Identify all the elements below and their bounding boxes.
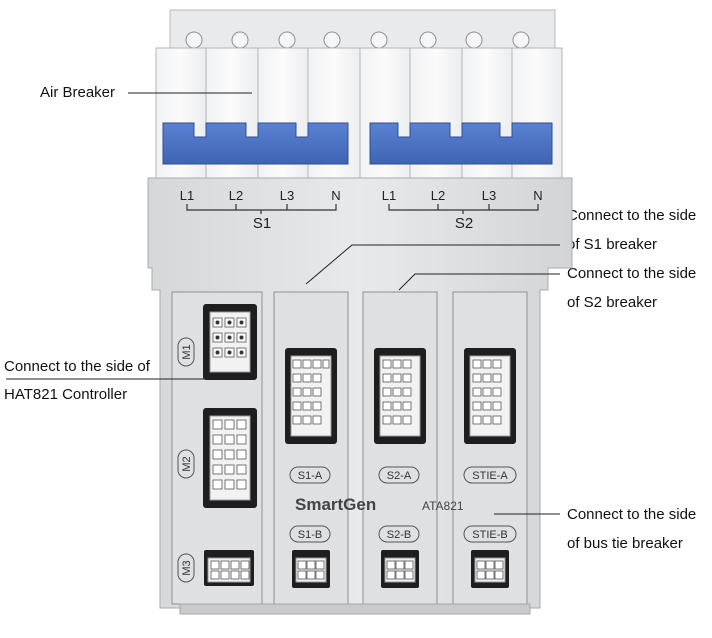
screw-1 <box>185 31 203 49</box>
screw-4 <box>323 31 341 49</box>
screw-5 <box>370 31 388 49</box>
svg-text:STIE-B: STIE-B <box>472 529 507 541</box>
annotation-bus-tie-line1: Connect to the side <box>567 506 697 523</box>
terminal-l1-s2: L1 <box>382 188 396 203</box>
connector-s1-a <box>285 348 337 444</box>
screw-7 <box>465 31 483 49</box>
leader-lines <box>6 92 560 515</box>
port-label-stie-a: STIE-A <box>463 466 517 484</box>
port-label-s2-a: S2-A <box>378 466 420 484</box>
annotation-s1-breaker-line2: of S1 breaker <box>567 236 658 253</box>
bottom-rail <box>179 603 531 615</box>
annotation-s1-breaker-line1: Connect to the side <box>567 207 697 224</box>
svg-text:STIE-A: STIE-A <box>472 470 508 482</box>
connector-m1 <box>203 304 257 380</box>
terminal-labels: L1 L2 L3 N L1 L2 L3 N <box>180 188 543 203</box>
terminal-l2-s1: L2 <box>229 188 243 203</box>
leader-s1 <box>305 244 560 285</box>
svg-text:S1-B: S1-B <box>298 529 322 541</box>
svg-text:M2: M2 <box>181 456 193 471</box>
terminal-l2-s2: L2 <box>431 188 445 203</box>
group-label-s2: S2 <box>455 215 473 232</box>
svg-text:S1-A: S1-A <box>298 470 323 482</box>
bracket-s1 <box>186 204 337 214</box>
screw-3 <box>278 31 296 49</box>
screw-2 <box>231 31 249 49</box>
terminal-l1-s1: L1 <box>180 188 194 203</box>
connector-s2-a <box>374 348 426 444</box>
breaker-handle-s2 <box>369 122 553 165</box>
port-label-s2-b: S2-B <box>378 525 420 543</box>
connector-stie-b <box>471 550 509 588</box>
screw-6 <box>419 31 437 49</box>
connector-s1-b <box>292 550 330 588</box>
connector-m2 <box>203 408 257 508</box>
port-label-s1-b: S1-B <box>289 525 331 543</box>
group-brackets <box>186 204 539 214</box>
connector-m3 <box>204 550 254 586</box>
port-label-stie-b: STIE-B <box>463 525 517 543</box>
brand-logo: SmartGen <box>295 495 376 514</box>
bracket-s2 <box>388 204 539 214</box>
group-label-s1: S1 <box>253 215 271 232</box>
terminal-l3-s1: L3 <box>280 188 294 203</box>
screw-strip <box>169 9 556 55</box>
leader-s2 <box>398 273 560 291</box>
annotation-s2-breaker-line2: of S2 breaker <box>567 294 658 311</box>
svg-text:M3: M3 <box>181 560 193 575</box>
screw-8 <box>512 31 530 49</box>
terminal-l3-s2: L3 <box>482 188 496 203</box>
annotation-controller-line1: Connect to the side of <box>4 358 150 375</box>
annotation-controller-line2: HAT821 Controller <box>4 386 128 403</box>
connector-s2-b <box>381 550 419 588</box>
annotation-s2-breaker-line1: Connect to the side <box>567 265 697 282</box>
svg-text:M1: M1 <box>181 344 193 359</box>
breaker-handle-s1 <box>162 122 349 165</box>
svg-text:S2-A: S2-A <box>387 470 412 482</box>
port-label-m2: M2 <box>177 449 195 479</box>
port-label-s1-a: S1-A <box>289 466 331 484</box>
terminal-n-s2: N <box>533 188 542 203</box>
port-label-m3: M3 <box>177 553 195 583</box>
annotation-bus-tie-line2: of bus tie breaker <box>567 535 683 552</box>
port-label-m1: M1 <box>177 337 195 367</box>
model-label: ATA821 <box>422 499 464 513</box>
svg-text:S2-B: S2-B <box>387 529 411 541</box>
connector-stie-a <box>464 348 516 444</box>
annotation-air-breaker: Air Breaker <box>40 84 116 101</box>
terminal-n-s1: N <box>331 188 340 203</box>
